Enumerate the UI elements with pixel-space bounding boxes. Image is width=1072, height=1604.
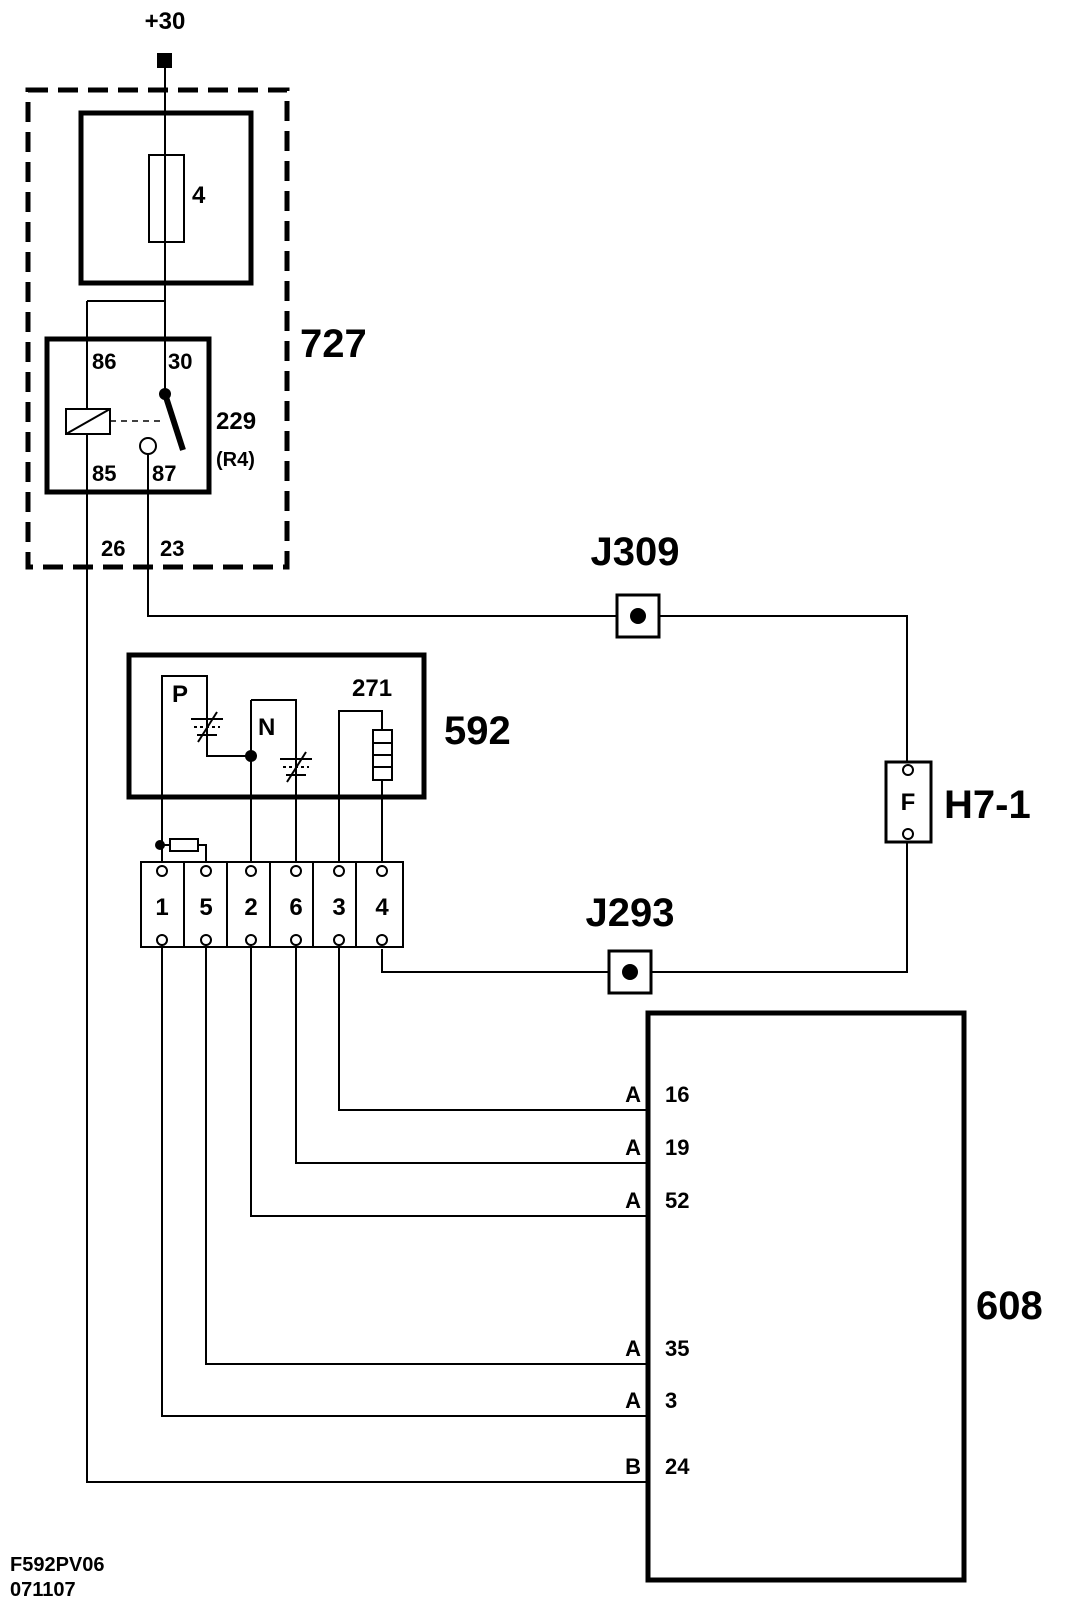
unit-727-housing — [25, 87, 290, 570]
connector-pin-4: 4 — [375, 894, 389, 921]
n-ground-symbol — [280, 751, 312, 783]
ecu-pin-number: 3 — [665, 1388, 677, 1413]
wire-87-to-h7 — [147, 454, 908, 762]
connector-block — [140, 861, 404, 948]
junction-j309-label: J309 — [591, 530, 680, 574]
wire-pin1-to-a3 — [161, 945, 647, 1417]
relay-coil-slash — [65, 408, 111, 435]
unit-727-pin-26: 26 — [101, 536, 125, 561]
fuse-h7-1-label: H7-1 — [944, 783, 1031, 827]
supply-label: +30 — [145, 8, 186, 35]
fuse-label: 4 — [192, 182, 206, 209]
ecu-pin-number: 52 — [665, 1188, 689, 1213]
relay-box — [44, 336, 212, 495]
wire-pin2-to-a52 — [250, 945, 647, 1217]
wire-271-top — [338, 710, 383, 868]
ecu-pin-prefix: A — [625, 1336, 641, 1361]
ecu-pin-prefix: A — [625, 1188, 641, 1213]
ecu-pin-prefix: A — [625, 1082, 641, 1107]
ecu-608-box — [645, 1010, 967, 1583]
connector-pin-1: 1 — [155, 894, 168, 921]
junction-j293-label: J293 — [586, 891, 675, 935]
footer-date: 071107 — [10, 1579, 76, 1601]
unit-727-label: 727 — [300, 322, 367, 366]
ecu-pin-prefix: A — [625, 1388, 641, 1413]
connector-pin-2: 2 — [244, 894, 257, 921]
relay-contact-arm — [162, 393, 186, 451]
switch-n-label: N — [258, 714, 275, 741]
wire-pin6-to-a19 — [295, 945, 647, 1164]
ecu-pin-prefix: B — [625, 1454, 641, 1479]
pin1-resistor — [169, 838, 199, 852]
ecu-pin-number: 16 — [665, 1082, 689, 1107]
wire-p-contact — [161, 675, 251, 868]
ecu-608-label: 608 — [976, 1284, 1043, 1328]
resistor-271-label: 271 — [352, 675, 392, 702]
p-ground-symbol — [191, 711, 223, 743]
relay-pin-30: 30 — [168, 349, 192, 374]
ecu-pin-number: 19 — [665, 1135, 689, 1160]
switch-p-label: P — [172, 681, 188, 708]
connector-pin-3: 3 — [332, 894, 345, 921]
footer-code: F592PV06 — [10, 1554, 105, 1576]
fuse-h7-1-bottom-terminal — [902, 828, 914, 840]
relay-pin-86: 86 — [92, 349, 116, 374]
ecu-pin-number: 24 — [665, 1454, 690, 1479]
switch-592-label: 592 — [444, 709, 511, 753]
wire-n-contact — [251, 699, 297, 868]
supply-terminal — [157, 53, 172, 68]
connector-pin-5: 5 — [199, 894, 212, 921]
relay-pin-85: 85 — [92, 461, 116, 486]
wire-pin5-to-a35 — [205, 945, 647, 1365]
relay-sublabel: (R4) — [216, 449, 255, 471]
unit-727-pin-23: 23 — [160, 536, 184, 561]
junction-j309-dot — [630, 608, 646, 624]
fuse-h7-1-letter: F — [901, 789, 916, 816]
fuse-h7-1-top-terminal — [902, 764, 914, 776]
relay-87-contact — [139, 437, 157, 455]
ecu-pin-number: 35 — [665, 1336, 689, 1361]
connector-pin-6: 6 — [289, 894, 302, 921]
junction-j293-dot — [622, 964, 638, 980]
wire-res-pin5 — [198, 844, 207, 868]
fuse-symbol — [148, 154, 185, 243]
relay-pin-87: 87 — [152, 461, 176, 486]
relay-label: 229 — [216, 408, 256, 435]
wire-pin3-to-a16 — [338, 945, 647, 1111]
switch-592-box — [126, 652, 427, 800]
wire-26-to-b24 — [86, 301, 647, 1483]
ecu-pin-prefix: A — [625, 1135, 641, 1160]
